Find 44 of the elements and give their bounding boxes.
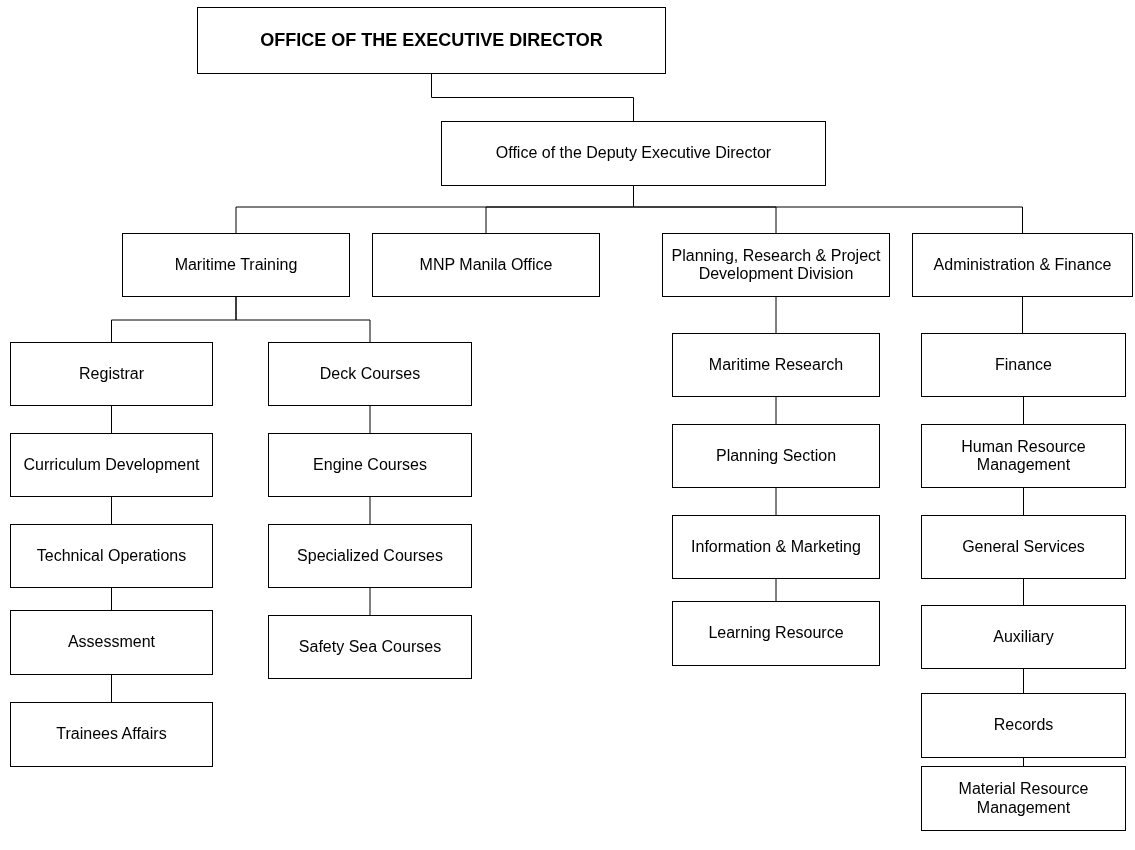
org-unit-box: Office of the Deputy Executive Director	[441, 121, 826, 186]
org-unit-box: Deck Courses	[268, 342, 472, 406]
org-unit-box: Technical Operations	[10, 524, 213, 588]
connector-line	[775, 487, 777, 516]
connector-line	[111, 674, 112, 703]
org-unit-box: Auxiliary	[921, 605, 1126, 669]
connector-line	[1023, 487, 1024, 516]
org-unit-box: Maritime Training	[122, 233, 350, 297]
connector-line	[369, 405, 371, 434]
connector-line	[775, 396, 777, 425]
connector-line	[1022, 296, 1023, 334]
org-unit-box: Maritime Research	[672, 333, 880, 397]
org-unit-box: Registrar	[10, 342, 213, 406]
connector-line	[1023, 578, 1024, 606]
org-unit-box: Finance	[921, 333, 1126, 397]
connector-line	[369, 587, 371, 616]
org-unit-box: General Services	[921, 515, 1126, 579]
org-unit-box: Planning Section	[672, 424, 880, 488]
org-unit-box: OFFICE OF THE EXECUTIVE DIRECTOR	[197, 7, 666, 74]
connector-line	[775, 296, 777, 334]
org-unit-box: Human Resource Management	[921, 424, 1126, 488]
org-unit-box: Engine Courses	[268, 433, 472, 497]
org-unit-box: Assessment	[10, 610, 213, 675]
org-unit-box: Planning, Research & Project Development Division	[662, 233, 890, 297]
org-unit-box: Trainees Affairs	[10, 702, 213, 767]
org-unit-box: MNP Manila Office	[372, 233, 600, 297]
org-unit-box: Curriculum Development	[10, 433, 213, 497]
connector-line	[111, 587, 112, 611]
org-unit-box: Administration & Finance	[912, 233, 1133, 297]
org-unit-box: Records	[921, 693, 1126, 758]
org-unit-box: Safety Sea Courses	[268, 615, 472, 679]
connector-line	[369, 496, 371, 525]
connector-line	[1023, 757, 1024, 767]
org-unit-box: Information & Marketing	[672, 515, 880, 579]
connector-line	[775, 578, 777, 602]
org-unit-box: Learning Resource	[672, 601, 880, 666]
connector-line	[431, 73, 634, 122]
org-unit-box: Material Resource Management	[921, 766, 1126, 831]
connector-line	[235, 296, 371, 343]
connector-line	[111, 496, 112, 525]
connector-line	[1023, 396, 1024, 425]
connector-line	[111, 405, 112, 434]
org-unit-box: Specialized Courses	[268, 524, 472, 588]
connector-line	[1023, 668, 1024, 694]
